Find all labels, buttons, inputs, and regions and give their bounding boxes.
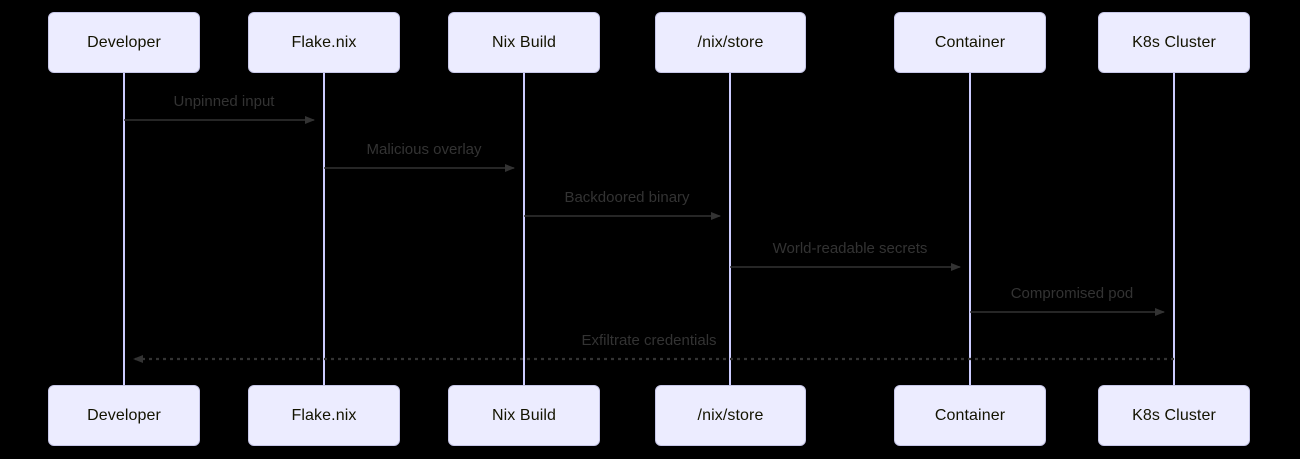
bottom-participant-k8s[interactable]: K8s Cluster	[1098, 385, 1250, 446]
top-participant-developer[interactable]: Developer	[48, 12, 200, 73]
top-participant-flake[interactable]: Flake.nix	[248, 12, 400, 73]
bottom-participant-nixstore[interactable]: /nix/store	[655, 385, 806, 446]
message-label-3: Backdoored binary	[564, 189, 690, 206]
participant-label: K8s Cluster	[1132, 406, 1216, 424]
bottom-participant-container[interactable]: Container	[894, 385, 1046, 446]
message-label-2: Malicious overlay	[366, 141, 482, 158]
participant-label: Flake.nix	[291, 406, 357, 424]
top-participant-k8s[interactable]: K8s Cluster	[1098, 12, 1250, 73]
lifelines-group	[123, 73, 1175, 385]
bottom-participant-flake[interactable]: Flake.nix	[248, 385, 400, 446]
bottom-participant-developer[interactable]: Developer	[48, 385, 200, 446]
participant-label: Container	[934, 33, 1006, 51]
bottom-participant-nixbuild[interactable]: Nix Build	[448, 385, 600, 446]
message-label-1: Unpinned input	[173, 93, 275, 110]
message-label-5: Compromised pod	[1010, 285, 1134, 302]
top-participant-nixbuild[interactable]: Nix Build	[448, 12, 600, 73]
participant-label: /nix/store	[697, 33, 764, 51]
participant-label: /nix/store	[697, 406, 764, 424]
message-label-6: Exfiltrate credentials	[581, 332, 717, 349]
participant-label: Developer	[87, 33, 161, 51]
message-label-4: World-readable secrets	[772, 240, 928, 257]
participant-label: Nix Build	[491, 33, 557, 51]
top-participant-nixstore[interactable]: /nix/store	[655, 12, 806, 73]
participant-label: Developer	[87, 406, 161, 424]
messages-group	[124, 116, 1174, 363]
participant-label: K8s Cluster	[1132, 33, 1216, 51]
participant-label: Nix Build	[491, 406, 557, 424]
participant-label: Flake.nix	[291, 33, 357, 51]
participant-label: Container	[934, 406, 1006, 424]
top-participant-container[interactable]: Container	[894, 12, 1046, 73]
